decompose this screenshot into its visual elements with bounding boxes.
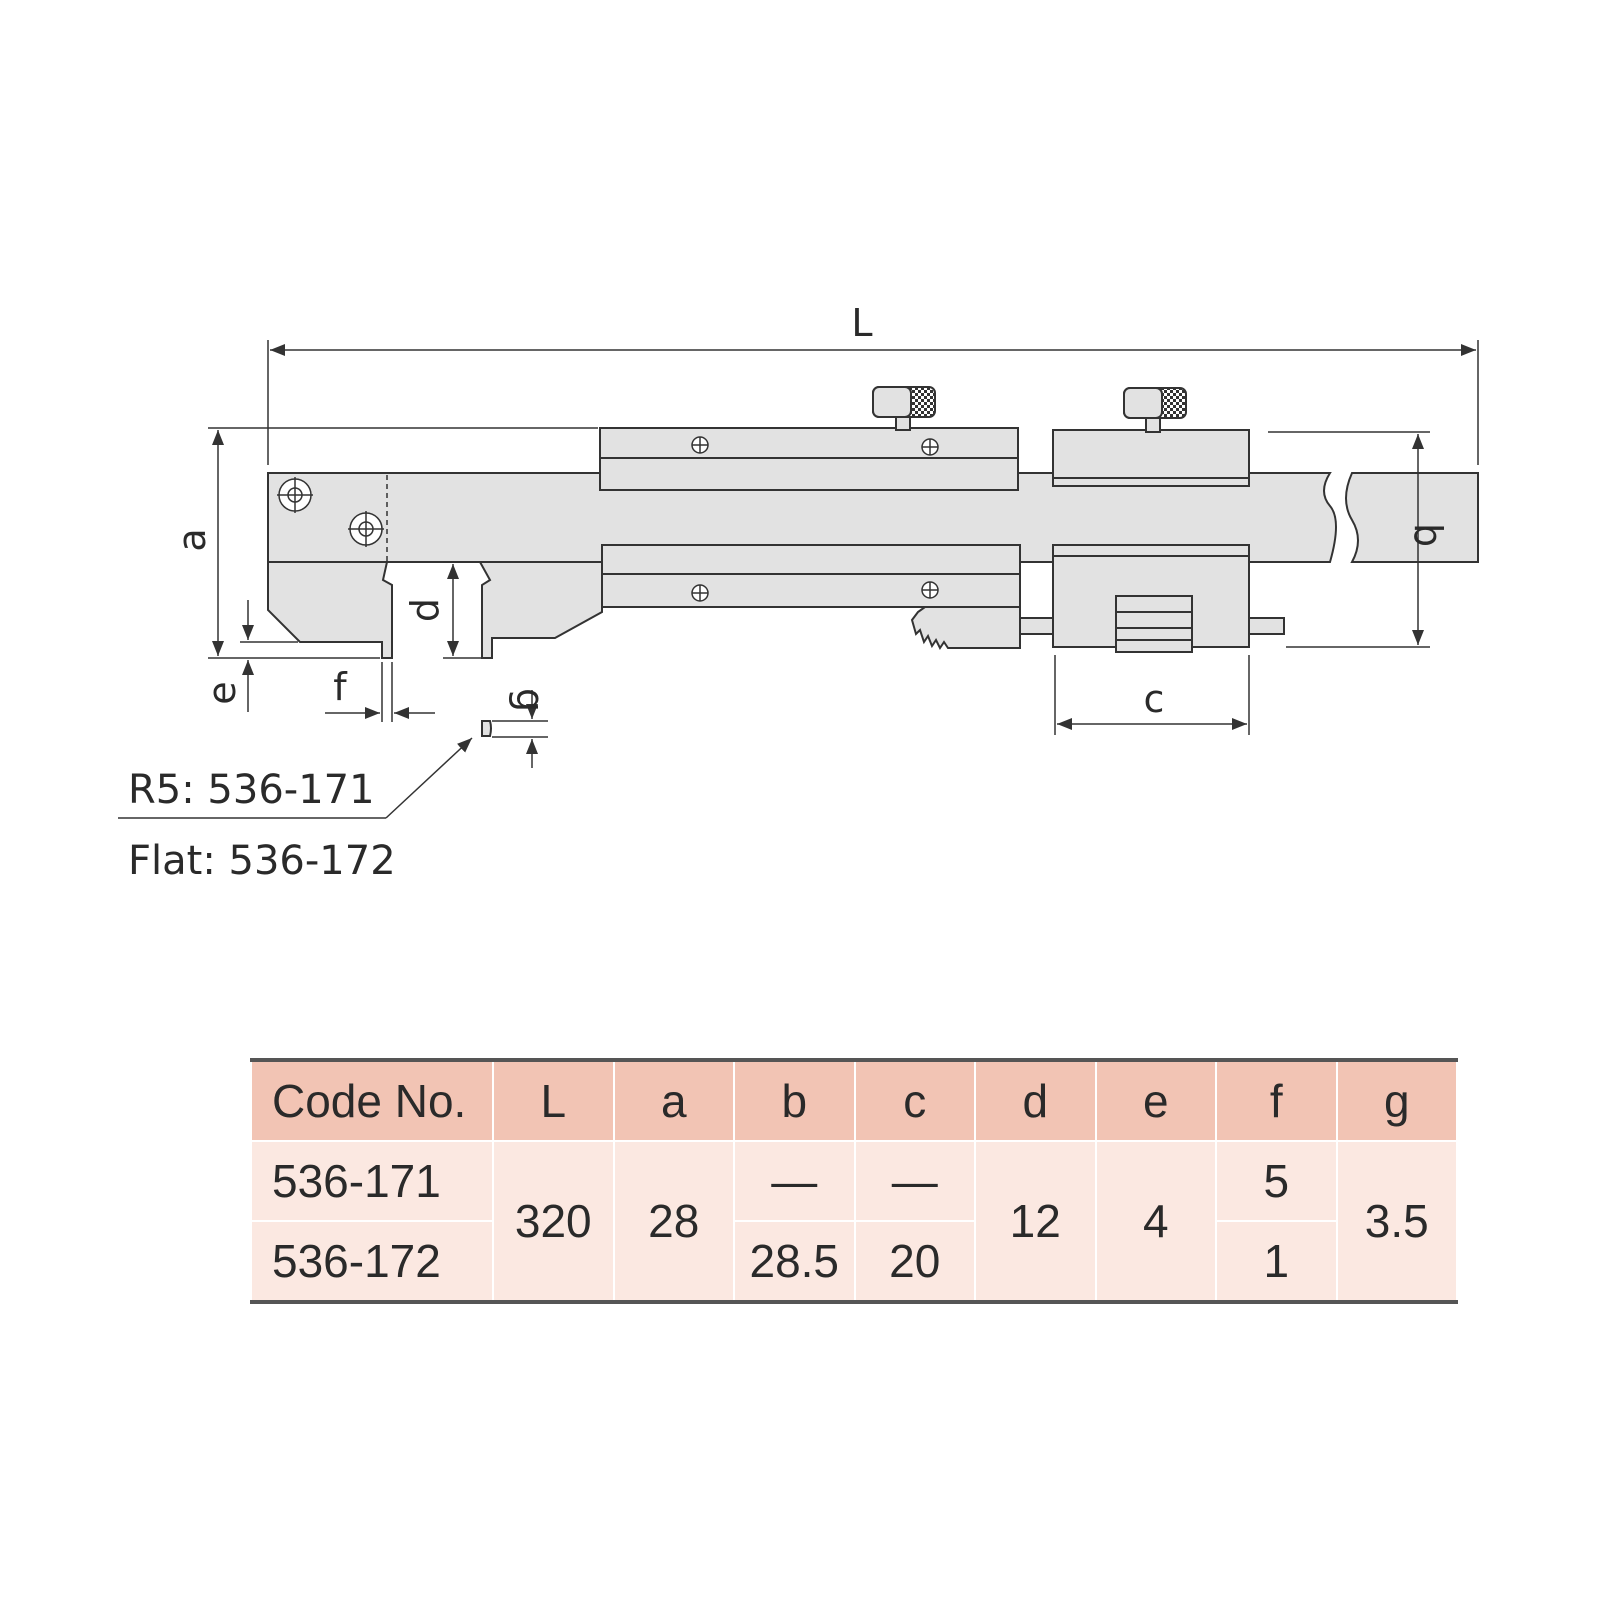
cell-f: 1 [1215, 1220, 1338, 1304]
header-f: f [1215, 1058, 1338, 1142]
dimension-L: L [267, 301, 1479, 465]
cell-d: 12 [974, 1140, 1097, 1304]
cell-a: 28 [612, 1140, 735, 1304]
table-row: 536-172 28.5 20 1 [250, 1220, 1457, 1304]
fine-adjust-rod [1019, 595, 1285, 653]
header-d: d [974, 1058, 1097, 1142]
header-L: L [492, 1058, 615, 1142]
cell-e: 4 [1094, 1140, 1217, 1304]
dimension-g: g [481, 688, 552, 768]
dimension-a: a [170, 427, 598, 659]
cell-code: 536-171 [250, 1140, 494, 1222]
cell-b: 28.5 [733, 1220, 856, 1304]
dimension-b: b [1268, 431, 1450, 648]
label-L: L [851, 301, 872, 345]
header-c: c [853, 1058, 976, 1142]
tip-note: R5: 536-171 Flat: 536-172 [118, 737, 473, 884]
rack-teeth [910, 606, 1021, 650]
caliper-drawing: L a b c d e f [118, 301, 1479, 884]
clamp-screw-right [1123, 387, 1187, 433]
note-r5: R5: 536-171 [128, 767, 375, 813]
label-d: d [403, 598, 447, 622]
cell-L: 320 [492, 1140, 615, 1304]
header-b: b [733, 1058, 856, 1142]
dimension-d: d [403, 561, 482, 659]
label-e: e [200, 681, 244, 704]
fixed-jaw [267, 561, 393, 659]
label-b: b [1406, 523, 1450, 547]
header-a: a [612, 1058, 735, 1142]
header-e: e [1094, 1058, 1217, 1142]
note-flat: Flat: 536-172 [128, 838, 396, 884]
cell-f: 5 [1215, 1140, 1338, 1222]
spec-table: Code No. L a b c d e f g 536-171 320 28 … [250, 1058, 1458, 1304]
header-g: g [1335, 1058, 1458, 1142]
upper-rail [599, 427, 1019, 491]
dimension-c: c [1054, 655, 1250, 735]
cell-b: — [733, 1140, 856, 1222]
main-beam [267, 472, 1479, 563]
cell-g: 3.5 [1335, 1140, 1458, 1304]
cell-code: 536-172 [250, 1220, 494, 1304]
cell-c: — [853, 1140, 976, 1222]
screws [277, 436, 939, 602]
table-header-row: Code No. L a b c d e f g [250, 1058, 1458, 1142]
label-c: c [1144, 677, 1165, 721]
clamp-screw-left [872, 386, 936, 431]
slider-head-top [1052, 429, 1250, 487]
cell-c: 20 [853, 1220, 976, 1304]
label-g: g [508, 688, 552, 712]
lower-rail [601, 544, 1021, 608]
label-a: a [170, 528, 214, 551]
dimension-e: e [200, 600, 298, 712]
header-code-no: Code No. [250, 1058, 494, 1142]
sliding-jaw [478, 561, 603, 659]
label-f: f [333, 665, 348, 709]
table-row: 536-171 320 28 — — 12 4 5 3.5 [250, 1140, 1458, 1304]
dimension-f: f [325, 662, 435, 722]
